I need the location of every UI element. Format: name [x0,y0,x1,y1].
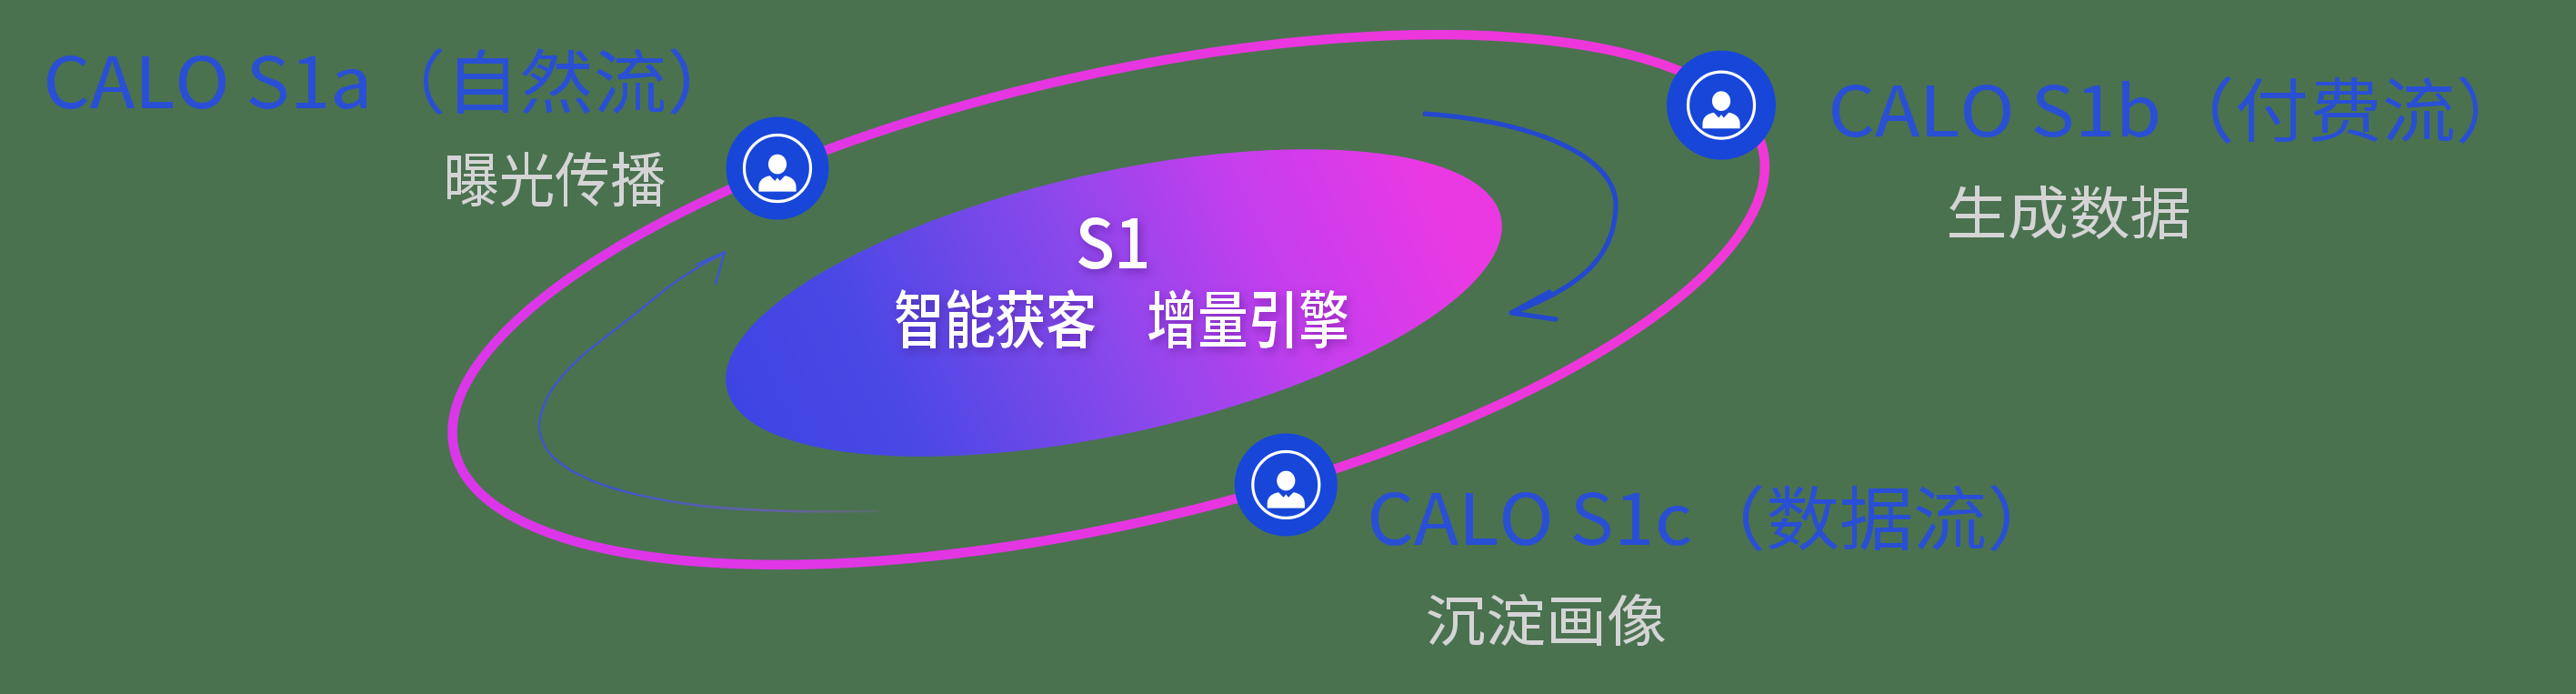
user-icon-tie [1283,494,1289,508]
node-s1b [1667,50,1776,160]
label-s1c-glyphs [1371,485,2010,551]
user-icon-head [1711,91,1731,111]
flow-arrow-top-head [1509,289,1559,322]
node-s1a [726,116,829,220]
flow-arrow-left-head [695,250,727,286]
core-ellipse [726,149,1502,457]
core-title-glyphs [1078,217,1147,269]
sublabel-s1c-glyphs [1428,594,1665,646]
node-s1b-ring [1686,70,1757,140]
node-s1c-ring [1251,449,1321,520]
label-s1a-path [47,48,689,115]
core-subtitle-glyphs [896,289,1348,348]
label-s1c-path [1371,485,2010,551]
node-s1c [1234,433,1338,537]
flow-arrow-top [1422,111,1619,316]
flow-arrow-left [537,253,879,513]
sublabel-s1c-path [1428,594,1665,646]
sublabel-s1a-path [447,152,665,206]
label-s1a-glyphs [47,48,689,115]
user-icon-head [1277,470,1296,491]
sublabel-s1b-glyphs [1950,186,2189,239]
core-subtitle-path [896,289,1348,348]
label-s1b-path [1832,76,2478,144]
orbit-ring [447,29,1770,570]
node-s1a-ring [742,133,813,204]
user-icon-tie [1718,115,1725,129]
core-title-path [1078,217,1147,269]
user-icon [758,154,797,192]
label-s1b-glyphs [1832,76,2478,144]
user-icon-head [767,154,787,175]
sublabel-s1a-glyphs [447,152,665,206]
sublabel-s1b-path [1950,186,2189,239]
user-icon-tie [774,177,781,192]
user-icon [1702,91,1740,129]
user-icon [1267,470,1305,508]
